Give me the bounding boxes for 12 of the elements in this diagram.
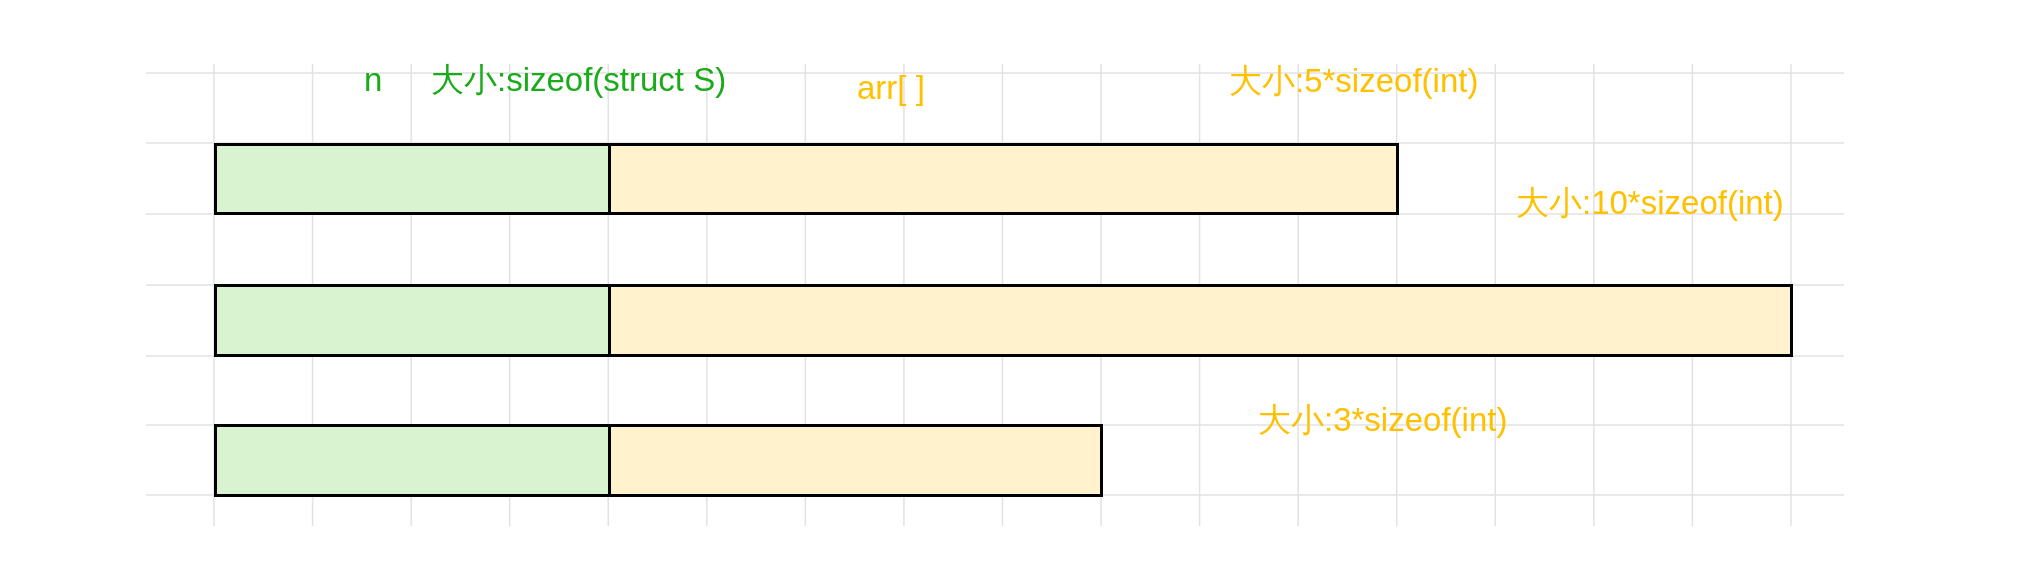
size-label: 大小:3*sizeof(int) bbox=[1258, 402, 1508, 438]
size-label: 大小:10*sizeof(int) bbox=[1516, 185, 1784, 221]
struct-header-block bbox=[214, 143, 611, 215]
size-label: 大小:sizeof(struct S) bbox=[431, 62, 727, 98]
struct-header-block bbox=[214, 284, 611, 357]
array-block bbox=[608, 424, 1103, 497]
field-name-label: arr[ ] bbox=[857, 70, 925, 106]
size-label: 大小:5*sizeof(int) bbox=[1229, 63, 1479, 99]
field-name-label: n bbox=[364, 62, 383, 98]
array-block bbox=[608, 284, 1793, 357]
array-block bbox=[608, 143, 1399, 215]
struct-header-block bbox=[214, 424, 611, 497]
